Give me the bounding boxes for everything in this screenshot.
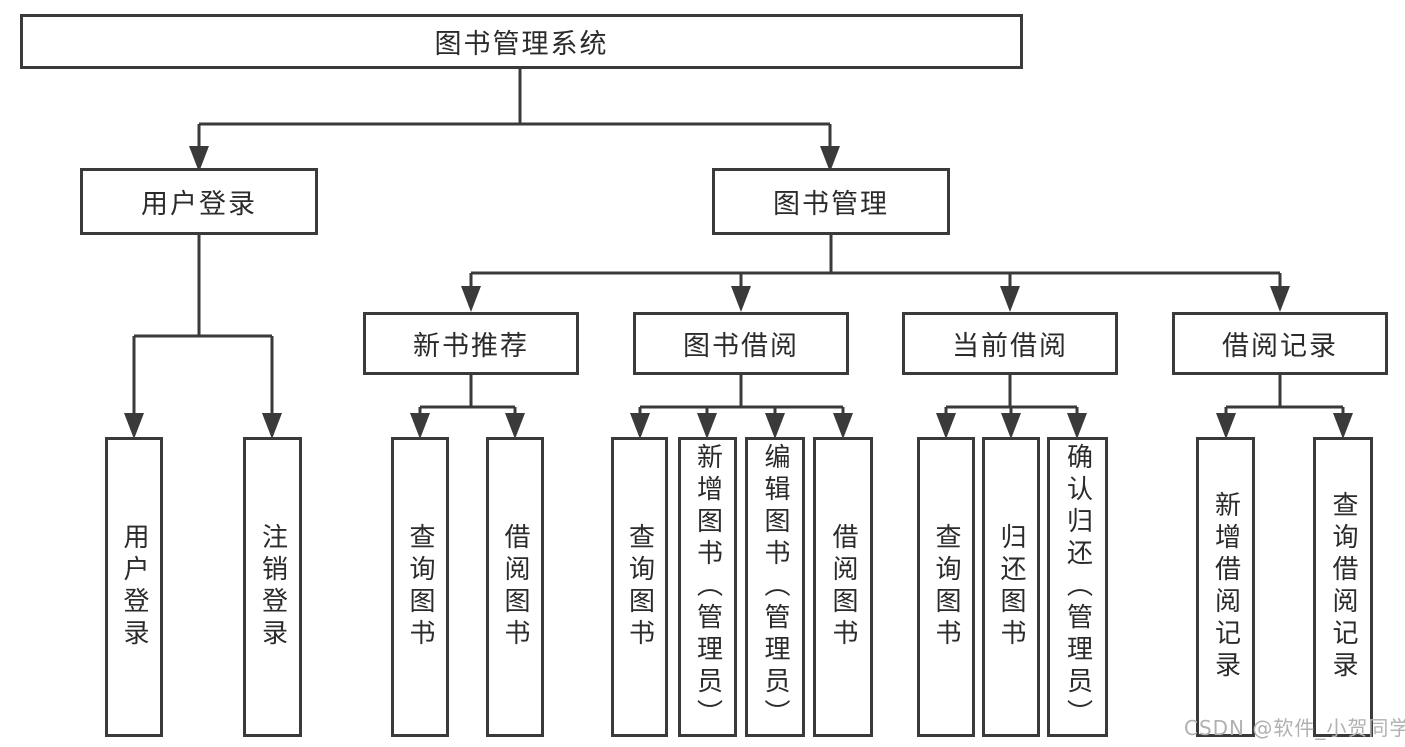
arrowhead-icons (124, 146, 1353, 439)
csdn-watermark: CSDN @软件_小贺同学 (1184, 716, 1405, 740)
leaf-query-books-borrow: 查询图书 (611, 437, 668, 737)
leaf-add-borrow-record: 新增借阅记录 (1196, 437, 1255, 737)
node-book-management-module: 图书管理 (712, 168, 950, 235)
node-book-borrow: 图书借阅 (633, 312, 849, 375)
leaf-confirm-return-admin: 确认归还（管理员） (1047, 437, 1108, 737)
leaf-return-books: 归还图书 (982, 437, 1040, 737)
leaf-add-books-admin: 新增图书（管理员） (678, 437, 737, 737)
leaf-edit-books-admin: 编辑图书（管理员） (745, 437, 805, 737)
leaf-query-books-current: 查询图书 (917, 437, 975, 737)
node-new-book-recommend: 新书推荐 (363, 312, 579, 375)
leaf-query-books-recommend: 查询图书 (391, 437, 449, 737)
leaf-query-borrow-record: 查询借阅记录 (1313, 437, 1373, 737)
connector-strokes (132, 69, 1345, 414)
leaf-borrow-books-recommend: 借阅图书 (486, 437, 544, 737)
node-borrow-records: 借阅记录 (1172, 312, 1388, 375)
node-user-login-module: 用户登录 (80, 168, 318, 235)
node-current-borrow: 当前借阅 (902, 312, 1118, 375)
leaf-user-login: 用户登录 (105, 437, 163, 737)
leaf-borrow-books: 借阅图书 (813, 437, 873, 737)
node-root-system: 图书管理系统 (20, 14, 1023, 69)
leaf-logout: 注销登录 (243, 437, 302, 737)
